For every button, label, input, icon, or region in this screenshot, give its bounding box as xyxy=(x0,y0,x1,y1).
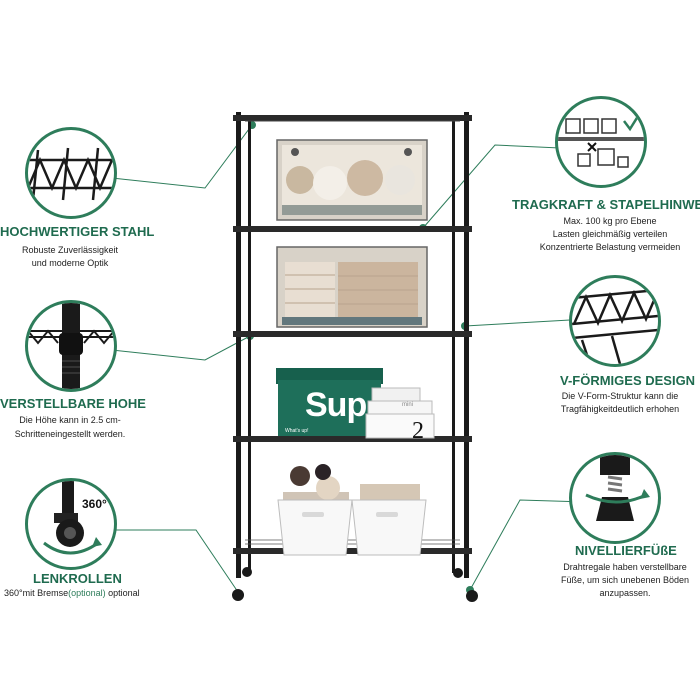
shelf-1 xyxy=(233,115,472,122)
bottom-bin-left xyxy=(277,464,353,556)
vform-text-1: Die V-Form-Struktur kann die xyxy=(561,391,679,401)
casters-text-post: optional xyxy=(105,588,140,598)
box-small-text: What's up! xyxy=(285,428,309,434)
load-detail-circle xyxy=(555,96,647,188)
green-storage-box xyxy=(276,368,383,436)
vform-detail-circle xyxy=(569,275,661,367)
steel-text-2: und moderne Optik xyxy=(31,258,109,268)
number-box-text: 2 xyxy=(412,418,424,444)
caster-wheel-icon xyxy=(43,481,102,555)
post-front-left xyxy=(236,112,241,578)
post-back-right xyxy=(452,115,455,573)
post-back-left xyxy=(248,115,251,573)
height-title: VERSTELLBARE HOHE xyxy=(0,396,146,411)
caster-detail-circle xyxy=(25,478,117,570)
white-box-stack xyxy=(365,387,435,439)
steel-title: HOCHWERTIGER STAHL xyxy=(0,224,155,239)
shelf-2 xyxy=(233,226,472,232)
vform-title: V-FÖRMIGES DESIGN xyxy=(560,373,696,388)
bottom-bin-right xyxy=(351,484,427,556)
shelves xyxy=(233,115,472,554)
steel-detail-circle xyxy=(25,127,117,219)
load-text-3: Konzentrierte Belastung vermeiden xyxy=(539,242,681,252)
caster-360-badge: 360° xyxy=(82,497,107,511)
post-front-right xyxy=(464,112,469,578)
leveling-foot-icon xyxy=(585,455,650,521)
shelf-3 xyxy=(233,331,472,337)
storage-box-towels xyxy=(276,246,428,328)
shelf-5 xyxy=(233,539,472,554)
v-truss-icon xyxy=(572,288,658,364)
casters-text: 360°mit Bremse(optional) optional xyxy=(4,586,140,600)
load-text-2: Lasten gleichmäßig verteilen xyxy=(552,229,668,239)
feet-text-1: Drahtregale haben verstellbare xyxy=(563,562,687,572)
height-text-1: Die Höhe kann in 2.5 cm- xyxy=(19,415,121,425)
wire-shelf-icon xyxy=(28,147,114,201)
load-text-1: Max. 100 kg pro Ebene xyxy=(563,216,657,226)
feet-text-3: anzupassen. xyxy=(599,588,651,598)
feet-title: NIVELLIERFÜßE xyxy=(575,543,677,558)
vform-text-2: Tragfähigkeitdeutlich erhohen xyxy=(560,404,680,414)
stacking-hint-icon xyxy=(558,112,644,168)
box-mini-label: mini xyxy=(402,402,414,408)
pole-clip-icon xyxy=(28,303,114,389)
steel-text-1: Robuste Zuverlässigkeit xyxy=(21,245,119,255)
box-brand-text: Sup xyxy=(305,386,367,424)
height-detail-circle xyxy=(25,300,117,392)
storage-box-toys xyxy=(276,139,428,221)
casters-text-pre: 360°mit Bremse xyxy=(4,588,69,598)
feet-text-2: Füße, um sich unebenen Böden xyxy=(560,575,690,585)
load-title: TRAGKRAFT & STAPELHINWEIS xyxy=(512,197,700,212)
caster-wheels xyxy=(232,567,478,602)
casters-text-highlight: (optional) xyxy=(68,588,106,598)
feet-detail-circle xyxy=(569,452,661,544)
shelf-4 xyxy=(233,436,472,442)
casters-title: LENKROLLEN xyxy=(33,571,122,586)
height-text-2: Schritteneingestellt werden. xyxy=(14,429,126,439)
